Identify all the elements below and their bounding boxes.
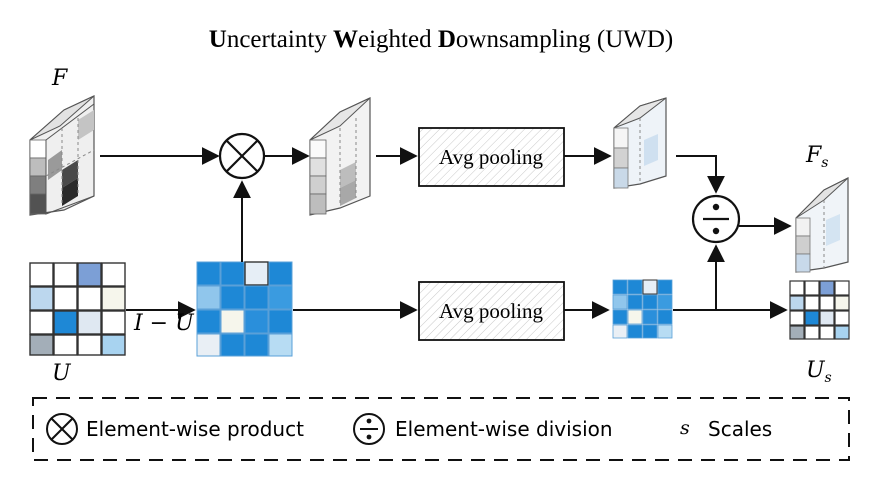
uncertainty-map xyxy=(29,262,126,356)
uncertainty-label: U xyxy=(52,361,72,386)
arrow-pooled-to-division xyxy=(676,155,725,194)
bottom-pool-label: Avg pooling xyxy=(439,299,544,323)
feature-map-input xyxy=(29,95,95,216)
uncertainty-scaled-label: Us xyxy=(806,358,832,386)
inverse-uncertainty-map xyxy=(196,261,293,357)
feature-scaled-label: Fs xyxy=(805,143,828,171)
feature-label: F xyxy=(51,66,68,91)
output-uncertainty-map xyxy=(789,280,850,340)
pooled-feature-map xyxy=(613,97,667,189)
legend-division-label: Element-wise division xyxy=(395,417,613,441)
weighted-feature-map xyxy=(309,97,371,216)
legend-scales-symbol: s xyxy=(680,417,690,439)
arrow-pooled-uncertainty-to-division xyxy=(673,244,725,311)
pooled-uncertainty-map xyxy=(612,279,673,339)
bottom-avg-pooling-box: Avg pooling xyxy=(418,281,565,341)
legend: Element-wise product Element-wise divisi… xyxy=(32,397,850,461)
legend-border xyxy=(32,397,850,461)
product-operator-icon xyxy=(218,132,266,180)
division-operator-icon xyxy=(691,194,741,244)
legend-product-label: Element-wise product xyxy=(86,417,304,441)
legend-scales-label: Scales xyxy=(708,417,772,441)
legend-product-icon xyxy=(46,413,78,445)
diagram-title: Uncertainty Weighted Downsampling (UWD) xyxy=(209,26,674,53)
legend-division-icon xyxy=(353,413,385,445)
output-feature-map xyxy=(795,177,849,273)
inverse-uncertainty-label: I − U xyxy=(133,311,195,336)
top-pool-label: Avg pooling xyxy=(439,145,544,169)
top-avg-pooling-box: Avg pooling xyxy=(418,127,565,187)
